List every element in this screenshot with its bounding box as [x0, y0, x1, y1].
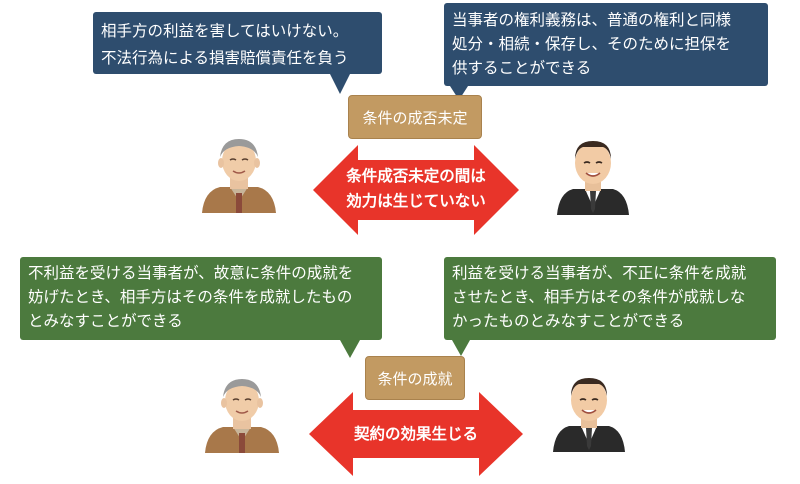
bubble-line: 供することができる	[452, 59, 592, 77]
bubble-line: 処分・相続・保存し、そのために担保を	[452, 35, 732, 53]
bottom-right-speech-bubble: 利益を受ける当事者が、不正に条件を成就 させたとき、相手方はその条件が成就しな …	[444, 257, 776, 340]
top-arrow-text: 条件成否未定の間は 効力は生じていない	[332, 164, 500, 214]
top-left-speech-bubble: 相手方の利益を害してはいけない。 不法行為による損害賠償責任を負う	[93, 12, 382, 74]
top-right-speech-bubble: 当事者の権利義務は、普通の権利と同様 処分・相続・保存し、そのために担保を 供す…	[444, 3, 768, 86]
bubble-line: 利益を受ける当事者が、不正に条件を成就	[452, 264, 747, 282]
bubble-line: とみなすことができる	[28, 312, 183, 330]
arrow-line: 効力は生じていない	[346, 192, 486, 210]
bottom-arrow-text: 契約の効果生じる	[330, 422, 502, 447]
bubble-line: 妨げたとき、相手方はその条件を成就したもの	[28, 288, 353, 306]
bubble-line: させたとき、相手方はその条件が成就しな	[452, 288, 746, 306]
bottom-right-bubble-tail	[452, 340, 470, 356]
bottom-left-bubble-tail	[340, 340, 360, 358]
bubble-line: 相手方の利益を害してはいけない。	[101, 22, 349, 40]
top-double-arrow	[313, 145, 519, 235]
bubble-line: 不利益を受ける当事者が、故意に条件の成就を	[28, 264, 354, 282]
bubble-line: 当事者の権利義務は、普通の権利と同様	[452, 11, 732, 29]
bubble-line: かったものとみなすことができる	[452, 312, 685, 330]
bottom-left-speech-bubble: 不利益を受ける当事者が、故意に条件の成就を 妨げたとき、相手方はその条件を成就し…	[20, 257, 382, 340]
top-left-bubble-tail	[330, 74, 350, 94]
tag-label: 条件の成就	[377, 369, 453, 388]
tag-label: 条件の成否未定	[362, 108, 468, 127]
businessman-icon	[553, 378, 625, 452]
arrow-line: 条件成否未定の間は	[346, 167, 486, 185]
arrow-line: 契約の効果生じる	[353, 425, 478, 443]
bubble-line: 不法行為による損害賠償責任を負う	[101, 49, 349, 67]
elderly-man-icon	[205, 379, 279, 453]
fulfilled-condition-tag: 条件の成就	[365, 356, 465, 400]
pending-condition-tag: 条件の成否未定	[348, 95, 482, 139]
elderly-man-icon	[202, 139, 276, 213]
businessman-icon	[557, 141, 629, 215]
bottom-double-arrow	[309, 392, 523, 476]
